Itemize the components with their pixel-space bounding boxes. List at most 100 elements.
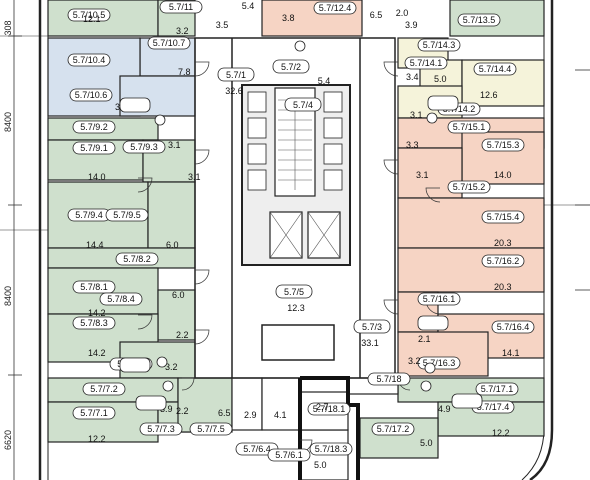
room-area: 3.2: [176, 26, 189, 36]
room-label-pill: [481, 138, 525, 152]
room-area: 14.2: [88, 348, 106, 358]
room-area: 14.4: [86, 240, 104, 250]
room-r37: [231, 377, 263, 431]
room-label: 5.7/17.1: [481, 384, 514, 394]
room-label-pill: [481, 210, 525, 224]
room-label-pill: [72, 406, 116, 420]
room-label: 5.7/9.4: [75, 210, 103, 220]
room-label-pill: [99, 292, 143, 306]
common-4-area: 12.3: [287, 303, 305, 313]
room-label-pill: [72, 141, 116, 155]
room-label: 5.7/15.3: [487, 140, 520, 150]
common-5-label: 5.7/3: [362, 322, 382, 332]
room-area: 5.0: [420, 438, 433, 448]
common-labels: 5.7/1 32.6 5.7/2 5.4 5.7/4 5.7/5 12.3 5.…: [216, 1, 409, 348]
door-swing: [383, 61, 399, 77]
room-label: 5.7/6.1: [275, 450, 303, 460]
bathtub-fixture: [451, 393, 483, 409]
room-label-pill: [189, 422, 233, 436]
room-area: 5.0: [434, 74, 447, 84]
common-3-label: 5.7/4: [293, 100, 313, 110]
room-area: 14.1: [502, 348, 520, 358]
room-label-pill: [122, 140, 166, 154]
shafts: [247, 91, 343, 191]
room-label: 5.7/7.3: [147, 424, 175, 434]
room-area: 3.1: [188, 172, 201, 182]
room-label-pill: [147, 36, 191, 50]
room-label-pill: [491, 320, 535, 334]
toilet-fixture: [424, 362, 436, 374]
room-label: 5.7/10.6: [75, 90, 108, 100]
room-label-pill: [115, 252, 159, 266]
room-label: 5.7/15.2: [453, 182, 486, 192]
bathtub-fixture: [119, 357, 151, 373]
room-area: 2.1: [418, 334, 431, 344]
room-label-pill: [67, 53, 111, 67]
toilet-fixture: [154, 114, 166, 126]
room-label-pill: [417, 38, 461, 52]
dimension-label-1: 308: [3, 20, 13, 35]
room-label: 5.7/14.4: [479, 64, 512, 74]
bathtub-fixture: [135, 395, 167, 411]
room-area: 3.9: [160, 404, 173, 414]
common-1-area: 32.6: [225, 86, 243, 96]
room-area: 20.3: [494, 238, 512, 248]
common-1-label: 5.7/1: [226, 70, 246, 80]
door-swing: [383, 299, 399, 315]
door-swing: [194, 149, 210, 165]
toilet-fixture: [426, 112, 438, 124]
room-label-pill: [475, 382, 519, 396]
room-label: 5.7/10.5: [73, 10, 106, 20]
dimension-label-3: 8400: [3, 286, 13, 306]
room-r30: [397, 247, 545, 293]
toilet-fixture: [156, 356, 168, 368]
room-label-pill: [105, 208, 149, 222]
room-area: 12.2: [88, 434, 106, 444]
door-swing: [181, 377, 195, 391]
room-area: 7.8: [178, 67, 191, 77]
room-area: 4.9: [438, 404, 451, 414]
door-swing: [383, 159, 399, 175]
room-label-pill: [417, 292, 461, 306]
room-area: 3.1: [168, 140, 181, 150]
room-label: 5.7/16.2: [487, 256, 520, 266]
room-area: 2.2: [176, 330, 189, 340]
room-label: 5.7/8.2: [123, 254, 151, 264]
room-area: 12.2: [492, 428, 510, 438]
room-label: 5.7/7.2: [90, 384, 118, 394]
common-2-label: 5.7/2: [281, 62, 301, 72]
extra-area-2: 3.5: [216, 20, 229, 30]
room-area: 3.2: [408, 356, 421, 366]
room-label-pill: [267, 448, 311, 462]
room-label: 5.7/8.3: [80, 318, 108, 328]
room-area: 3.3: [406, 140, 419, 150]
room-label-pill: [481, 254, 525, 268]
room-label-pill: [447, 120, 491, 134]
room-labels: 5.7/10.512.15.7/113.25.7/10.77.85.7/10.4…: [67, 0, 535, 470]
room-area: 5.0: [314, 460, 327, 470]
room-area: 2.2: [176, 406, 189, 416]
toilet-fixture: [294, 40, 306, 52]
common-4-label: 5.7/5: [284, 287, 304, 297]
dimension-label-4: 6620: [3, 430, 13, 450]
extra-area-4: 2.0: [396, 8, 409, 18]
room-label: 5.7/16.3: [423, 358, 456, 368]
room-r29: [397, 197, 545, 249]
room-r38: [261, 377, 301, 431]
door-swing: [137, 314, 153, 330]
room-label: 5.7/9.3: [130, 142, 158, 152]
room-label: 5.7/14.2: [443, 104, 476, 114]
room-area: 14.2: [88, 308, 106, 318]
room-label: 5.7/17.4: [477, 402, 510, 412]
room-label: 5.7/11: [169, 2, 193, 12]
room-label-pill: [367, 372, 411, 386]
room-area: 12.1: [83, 14, 101, 24]
room-label-pill: [72, 280, 116, 294]
building-core: [241, 84, 351, 361]
room-label: 5.7/14.3: [423, 40, 456, 50]
room-label-pill: [307, 402, 351, 416]
room-label: 5.7/13.5: [463, 15, 496, 25]
room-area: 3.1: [410, 110, 423, 120]
room-label: 5.7/16.1: [423, 294, 456, 304]
